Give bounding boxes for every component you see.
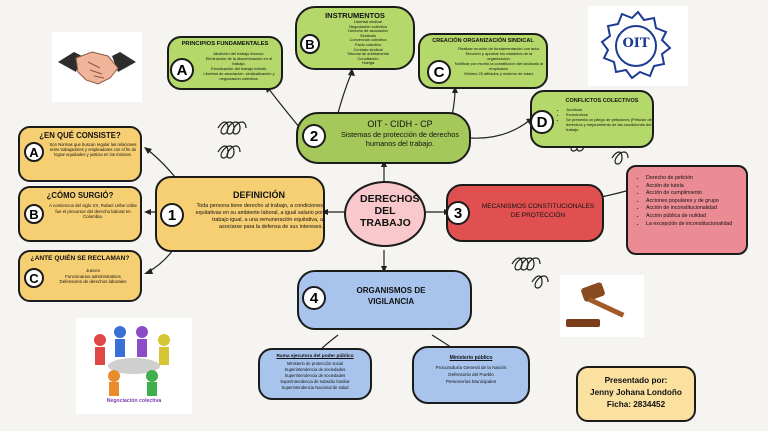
organismos-badge: 4 <box>302 286 326 310</box>
consiste-title: ¿EN QUÉ CONSISTE? <box>39 131 121 140</box>
consiste-node: ¿EN QUÉ CONSISTE? Son Normas que buscan … <box>18 126 142 182</box>
oit-logo-text: OIT <box>622 36 650 51</box>
author-box: Presentado por: Jenny Johana Londoño Fic… <box>576 366 696 422</box>
organismos-node: ORGANISMOS DE VIGILANCIA <box>297 270 472 330</box>
oit-badge: 2 <box>302 124 326 148</box>
conflictos-badge: D <box>530 110 554 134</box>
oit-subtitle: Sistemas de protección de derechos human… <box>340 130 460 148</box>
negociacion-image: Negociación colectiva <box>76 318 192 414</box>
mecanismos-title: MECANISMOS CONSTITUCIONALES DE PROTECCIÓ… <box>481 203 595 219</box>
center-title: DERECHOS DEL TRABAJO <box>360 193 420 229</box>
handshake-icon <box>58 51 136 85</box>
organismos-title: ORGANISMOS DE VIGILANCIA <box>356 286 426 306</box>
surgio-title: ¿CÓMO SURGIÓ? <box>46 191 114 200</box>
creacion-list: Realizar reunión de fundamentación con a… <box>454 46 544 76</box>
surgio-text: A comienzos del siglo XX, Rafael Uribe U… <box>49 203 137 219</box>
conflictos-list: JurídicosEconómicosSe presenta un pliego… <box>558 107 656 133</box>
gavel-icon <box>566 282 625 327</box>
principios-list: Abolición del trabajo forzoso.Eliminació… <box>203 51 275 81</box>
reclaman-title: ¿ANTE QUIÉN SE RECLAMAN? <box>30 255 130 262</box>
definicion-text: Toda persona tiene derecho al trabajo, a… <box>195 203 323 230</box>
oit-title: OIT - CIDH - CP <box>367 119 433 129</box>
mecanismos-badge: 3 <box>446 201 470 225</box>
definicion-badge: 1 <box>160 203 184 227</box>
definicion-node: DEFINICIÓN Toda persona tiene derecho al… <box>155 176 325 252</box>
acciones-node: Derecho de peticiónAcción de tutelaAcció… <box>626 165 748 255</box>
center-node: DERECHOS DEL TRABAJO <box>344 181 426 247</box>
rama-title: Rama ejecutora del poder público <box>276 354 354 359</box>
ministerio-node: Ministerio público Procuraduría General … <box>412 346 530 404</box>
ministerio-title: Ministerio público <box>449 355 493 361</box>
author-line2: Jenny Johana Londoño <box>590 388 682 397</box>
consiste-badge: A <box>24 142 44 162</box>
instrumentos-title: INSTRUMENTOS <box>325 11 385 20</box>
gavel-image <box>560 275 644 337</box>
creacion-badge: C <box>427 60 451 84</box>
acciones-list: Derecho de peticiónAcción de tutelaAcció… <box>638 175 752 228</box>
author-line1: Presentado por: <box>604 376 668 385</box>
reclaman-badge: C <box>24 268 44 288</box>
surgio-badge: B <box>24 204 44 224</box>
principios-badge: A <box>170 58 194 82</box>
creacion-title: CREACIÓN ORGANIZACIÓN SINDICAL <box>432 38 534 44</box>
instrumentos-badge: B <box>300 34 320 54</box>
oit-logo: OIT <box>588 6 688 86</box>
mecanismos-node: MECANISMOS CONSTITUCIONALES DE PROTECCIÓ… <box>446 184 604 242</box>
handshake-image <box>52 32 142 102</box>
rama-node: Rama ejecutora del poder público Ministe… <box>258 348 372 400</box>
author-line3: Ficha: 2834452 <box>606 400 666 409</box>
principios-title: PRINCIPIOS FUNDAMENTALES <box>181 41 269 47</box>
definicion-title: DEFINICIÓN <box>232 190 285 200</box>
people-meeting-icon <box>94 326 170 396</box>
conflictos-title: CONFLICTOS COLECTIVOS <box>565 98 639 104</box>
oit-logo-icon <box>600 10 672 80</box>
consiste-text: Son Normas que buscan regular las relaci… <box>49 142 137 158</box>
oit-node: OIT - CIDH - CP Sistemas de protección d… <box>296 112 471 164</box>
negociacion-caption: Negociación colectiva <box>106 398 162 404</box>
